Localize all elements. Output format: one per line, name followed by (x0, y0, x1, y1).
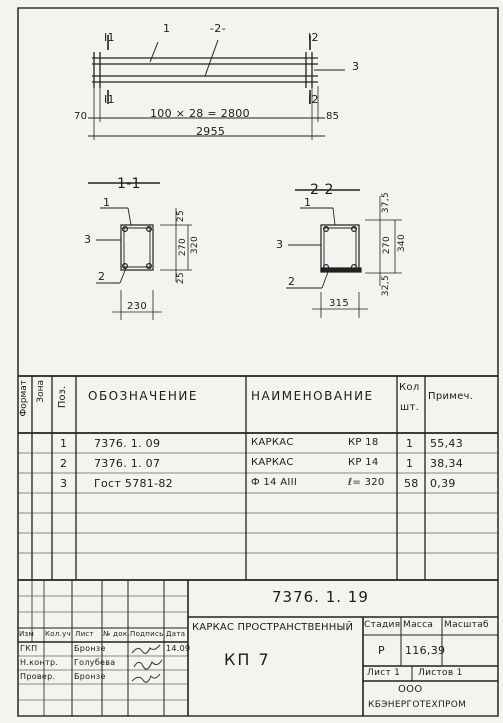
header-pos: Поз. (57, 386, 68, 409)
header-format: Формат (19, 380, 29, 417)
row-mark: ℓ= 320 (348, 477, 385, 488)
beam-callout-1: 1 (163, 22, 171, 35)
stage-label: Стадия (364, 620, 401, 630)
row-note: 38,34 (430, 457, 463, 470)
row-qty: 1 (406, 457, 414, 470)
change-header-list: Лист (75, 630, 94, 638)
beam-callout-3: 3 (352, 60, 360, 73)
title-block-grid (18, 580, 498, 716)
dim-spacing: 100 × 28 = 2800 (150, 107, 250, 120)
header-note: Примеч. (428, 391, 474, 402)
row-pos: 1 (60, 437, 68, 450)
beam-elevation (88, 35, 345, 140)
product-title: Каркас пространственный (192, 622, 354, 633)
row-note: 55,43 (430, 437, 463, 450)
row-designation: 7376. 1. 07 (94, 457, 161, 470)
stage-value: Р (378, 644, 385, 657)
section-mark-2-bottom: I2 (308, 93, 319, 106)
header-zone: Зона (36, 380, 46, 403)
section-1-1-drawing (88, 183, 192, 320)
dim-right: 85 (326, 111, 340, 122)
row-qty: 58 (404, 477, 419, 490)
section-2-dim-top: 37,5 (381, 192, 391, 214)
section-1-dim-top: 25 (176, 210, 186, 223)
row-pos: 3 (60, 477, 68, 490)
mass-label: Масса (403, 620, 434, 630)
header-qty-top: Кол (399, 382, 420, 393)
row-qty: 1 (406, 437, 414, 450)
header-qty-bottom: шт. (400, 402, 420, 413)
section-1-dim-outer: 320 (190, 236, 200, 255)
section-1-dim-width: 230 (127, 301, 147, 312)
change-header-izm: Изм (19, 630, 35, 638)
row-mark: КР 18 (348, 437, 379, 448)
section-1-callout-2: 2 (98, 270, 106, 283)
section-2-dim-width: 315 (329, 298, 349, 309)
change-header-kol: Кол.уч (45, 630, 72, 638)
product-code: КП 7 (224, 650, 271, 669)
header-designation: Обозначение (88, 389, 198, 403)
section-mark-1-top: I1 (104, 31, 115, 44)
spec-table-grid (18, 376, 498, 580)
section-mark-1-bottom: I1 (104, 93, 115, 106)
row-pos: 2 (60, 457, 68, 470)
change-header-doc: № док. (103, 630, 130, 638)
section-1-title: 1-1 (117, 176, 141, 192)
row-designation: Гост 5781-82 (94, 477, 173, 490)
dim-left: 70 (74, 111, 88, 122)
doc-number: 7376. 1. 19 (272, 588, 369, 606)
section-2-2-drawing (286, 190, 402, 318)
row-mark: КР 14 (348, 457, 379, 468)
signer-name: Бронзе (74, 644, 106, 653)
beam-callout-2: -2- (210, 22, 226, 35)
header-name: Наименование (251, 389, 374, 403)
dim-total: 2955 (196, 125, 226, 138)
section-2-callout-3: 3 (276, 238, 284, 251)
signer-name: Бронзе (74, 672, 106, 681)
row-note: 0,39 (430, 477, 456, 490)
org-line-1: ООО (398, 684, 423, 695)
scale-label: Масштаб (444, 620, 489, 630)
sheet-count: Листов 1 (418, 668, 463, 678)
section-2-dim-bottom: 32,5 (381, 275, 391, 297)
change-header-sign: Подпись (130, 630, 164, 638)
signer-role: Н.контр. (20, 658, 59, 667)
org-line-2: КБЭнерготехпром (368, 700, 467, 710)
section-2-dim-inner: 270 (382, 236, 392, 255)
row-name: Каркас (251, 437, 294, 448)
section-2-dim-outer: 340 (397, 234, 407, 253)
signer-role: ГКП (20, 644, 38, 653)
section-2-callout-2: 2 (288, 275, 296, 288)
change-header-date: Дата (166, 630, 186, 638)
signer-name: Голубева (74, 658, 116, 667)
signer-role: Провер. (20, 672, 56, 681)
row-designation: 7376. 1. 09 (94, 437, 161, 450)
section-1-callout-3: 3 (84, 233, 92, 246)
section-1-dim-inner: 270 (178, 238, 188, 257)
section-2-title: 2-2 (310, 182, 334, 198)
row-name: Каркас (251, 457, 294, 468)
signer-date: 14.09 (166, 644, 191, 653)
section-2-callout-1: 1 (304, 196, 312, 209)
mass-value: 116,39 (405, 644, 446, 657)
row-name: Ф 14 АIII (251, 477, 298, 488)
section-mark-2-top: I2 (308, 31, 319, 44)
signature-marks (132, 645, 162, 682)
sheet-number: Лист 1 (367, 668, 401, 678)
section-1-callout-1: 1 (103, 196, 111, 209)
section-1-dim-bottom: 25 (176, 272, 186, 285)
